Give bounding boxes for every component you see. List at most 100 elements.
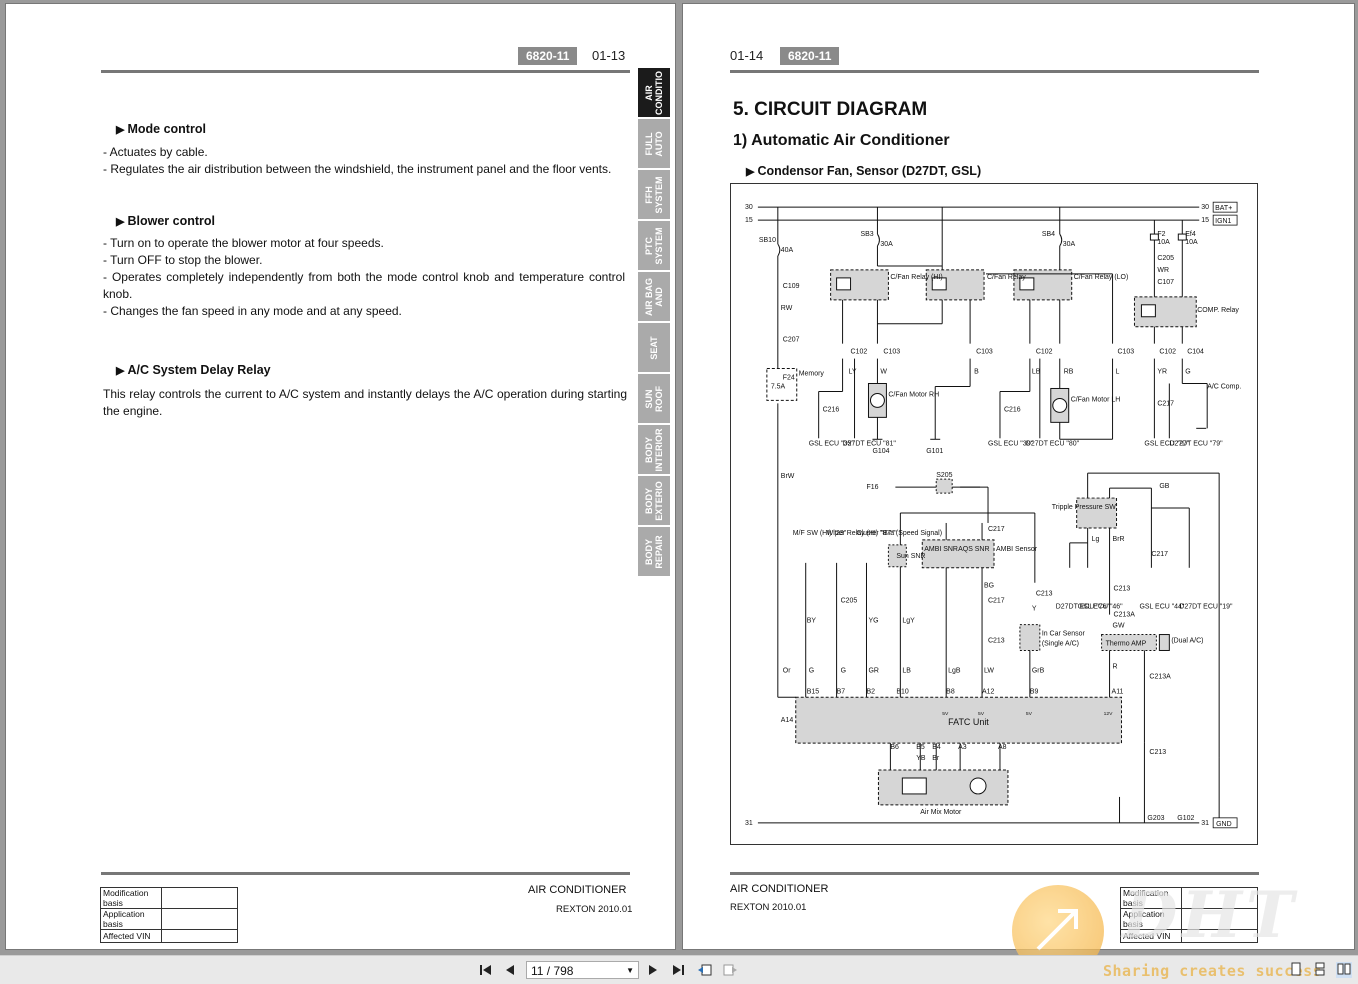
component-label: In Car Sensor <box>1042 631 1086 638</box>
doc-code-badge: 6820-11 <box>780 47 840 65</box>
ecu-label: D27DT ECU "81" <box>843 440 897 447</box>
two-page-icon <box>1337 963 1351 975</box>
svg-text:LW: LW <box>984 667 994 674</box>
revision-label: Application basis <box>100 908 162 930</box>
tab-full-auto[interactable]: FULL AUTO <box>638 119 670 168</box>
svg-text:G: G <box>809 667 814 674</box>
motor-label: C/Fan Motor RH <box>888 391 939 398</box>
ecu-label: D27DT ECU "19" <box>1179 604 1233 611</box>
chapter-tabs: AIR CONDITIO FULL AUTO FFH SYSTEM PTC SY… <box>638 68 672 578</box>
svg-text:C217: C217 <box>1157 400 1174 407</box>
first-page-button[interactable] <box>478 962 494 978</box>
last-page-button[interactable] <box>670 962 686 978</box>
svg-text:G102: G102 <box>1177 815 1194 822</box>
tab-body-exterior[interactable]: BODY EXTERIO <box>638 476 670 525</box>
tab-body-interior[interactable]: BODY INTERIOR <box>638 425 670 474</box>
svg-text:B: B <box>974 369 979 376</box>
svg-text:C213: C213 <box>988 638 1005 645</box>
svg-text:C217: C217 <box>988 526 1005 533</box>
svg-text:C207: C207 <box>783 337 800 344</box>
svg-text:C205: C205 <box>841 598 858 605</box>
svg-text:31: 31 <box>745 820 753 827</box>
bullet-line: - Turn OFF to stop the blower. <box>103 253 263 267</box>
svg-text:C103: C103 <box>883 349 900 356</box>
tab-ffh-system[interactable]: FFH SYSTEM <box>638 170 670 219</box>
svg-text:LgB: LgB <box>948 667 961 674</box>
svg-text:10A: 10A <box>1185 239 1198 246</box>
svg-text:A14: A14 <box>781 717 794 724</box>
tab-air-conditioner[interactable]: AIR CONDITIO <box>638 68 670 117</box>
svg-text:10A: 10A <box>1157 239 1170 246</box>
svg-text:7.5A: 7.5A <box>771 383 786 390</box>
svg-text:B4: B4 <box>932 744 941 751</box>
previous-view-button[interactable] <box>697 962 713 978</box>
svg-text:C102: C102 <box>1159 349 1176 356</box>
bullet-line: - Regulates the air distribution between… <box>103 162 612 176</box>
continuous-view-button[interactable] <box>1312 962 1328 978</box>
tab-sun-roof[interactable]: SUN ROOF <box>638 374 670 423</box>
forward-view-icon <box>723 964 737 976</box>
svg-text:BrR: BrR <box>1113 536 1125 543</box>
svg-text:RW: RW <box>781 305 793 312</box>
svg-text:C104: C104 <box>1187 349 1204 356</box>
header-rule <box>730 70 1259 73</box>
svg-text:Y: Y <box>1032 606 1037 613</box>
svg-text:30A: 30A <box>1063 241 1076 248</box>
fatc-unit-label: FATC Unit <box>948 717 989 727</box>
ecu-label: GSL ECU "27" <box>1144 440 1189 447</box>
svg-text:15: 15 <box>745 217 753 224</box>
svg-text:Or: Or <box>783 667 791 674</box>
component-label: Thermo AMP <box>1106 641 1147 648</box>
svg-text:LB: LB <box>1032 369 1041 376</box>
svg-text:GW: GW <box>1113 623 1125 630</box>
section-title-blower-control: ▶Blower control <box>116 214 215 228</box>
svg-text:Memory: Memory <box>799 371 825 378</box>
svg-text:C213A: C213A <box>1149 673 1171 680</box>
two-page-view-button[interactable] <box>1336 962 1352 978</box>
svg-text:R: R <box>1113 663 1118 670</box>
header-rule <box>101 70 630 73</box>
svg-text:B7: B7 <box>837 688 846 695</box>
bat-rail-label: BAT+ <box>1215 205 1232 212</box>
svg-text:C213: C213 <box>1036 591 1053 598</box>
svg-text:A8: A8 <box>998 744 1007 751</box>
svg-text:C217: C217 <box>988 598 1005 605</box>
component-label: (Single A/C) <box>1042 641 1079 648</box>
tab-ptc-system[interactable]: PTC SYSTEM <box>638 221 670 270</box>
viewer-toolbar: 11 / 798 ▼ Sharing creates success <box>0 955 1358 984</box>
svg-text:LB: LB <box>902 667 911 674</box>
component-label: AMBI SNR <box>924 546 958 553</box>
svg-text:Ef4: Ef4 <box>1185 231 1196 238</box>
motor-label: Air Mix Motor <box>920 809 962 816</box>
component-label: A/C Comp. <box>1207 383 1241 390</box>
relay-label: C/Fan Relay (LO) <box>1074 274 1129 281</box>
bullet-line: - Changes the fan speed in any mode and … <box>103 304 402 318</box>
next-page-icon <box>649 965 657 975</box>
last-page-icon <box>673 965 684 975</box>
prev-page-button[interactable] <box>502 962 518 978</box>
svg-text:S205: S205 <box>936 472 952 479</box>
svg-text:GrB: GrB <box>1032 667 1045 674</box>
next-view-button[interactable] <box>722 962 738 978</box>
tab-seat[interactable]: SEAT <box>638 323 670 372</box>
svg-text:GB: GB <box>1159 483 1169 490</box>
single-page-view-button[interactable] <box>1288 962 1304 978</box>
circuit-diagram: 30 15 31 30 15 31 BAT+ IGN1 GND SB10 40A… <box>730 183 1258 845</box>
footer-title: AIR CONDITIONER <box>730 883 829 895</box>
svg-text:BY: BY <box>807 618 817 625</box>
next-page-button[interactable] <box>645 962 661 978</box>
tab-body-repair[interactable]: BODY REPAIR <box>638 527 670 576</box>
ecu-label: D27DT ECU "80" <box>1026 440 1080 447</box>
tab-air-bag[interactable]: AIR BAG AND <box>638 272 670 321</box>
svg-text:Br: Br <box>932 755 940 762</box>
svg-text:RB: RB <box>1064 369 1074 376</box>
svg-text:5V: 5V <box>978 711 985 717</box>
page-number-select[interactable]: 11 / 798 ▼ <box>526 961 639 979</box>
component-label: Wiper Relay (HI) "87a" <box>827 530 898 537</box>
gnd-rail-label: GND <box>1216 821 1232 828</box>
relay-label: C/Fan Relay <box>987 274 1026 281</box>
ign-rail-label: IGN1 <box>1215 218 1231 225</box>
section-title-ac-delay-relay: ▶A/C System Delay Relay <box>116 363 271 377</box>
watermark-logo-text: DHT <box>1122 878 1298 953</box>
footer-model: REXTON 2010.01 <box>730 902 807 913</box>
